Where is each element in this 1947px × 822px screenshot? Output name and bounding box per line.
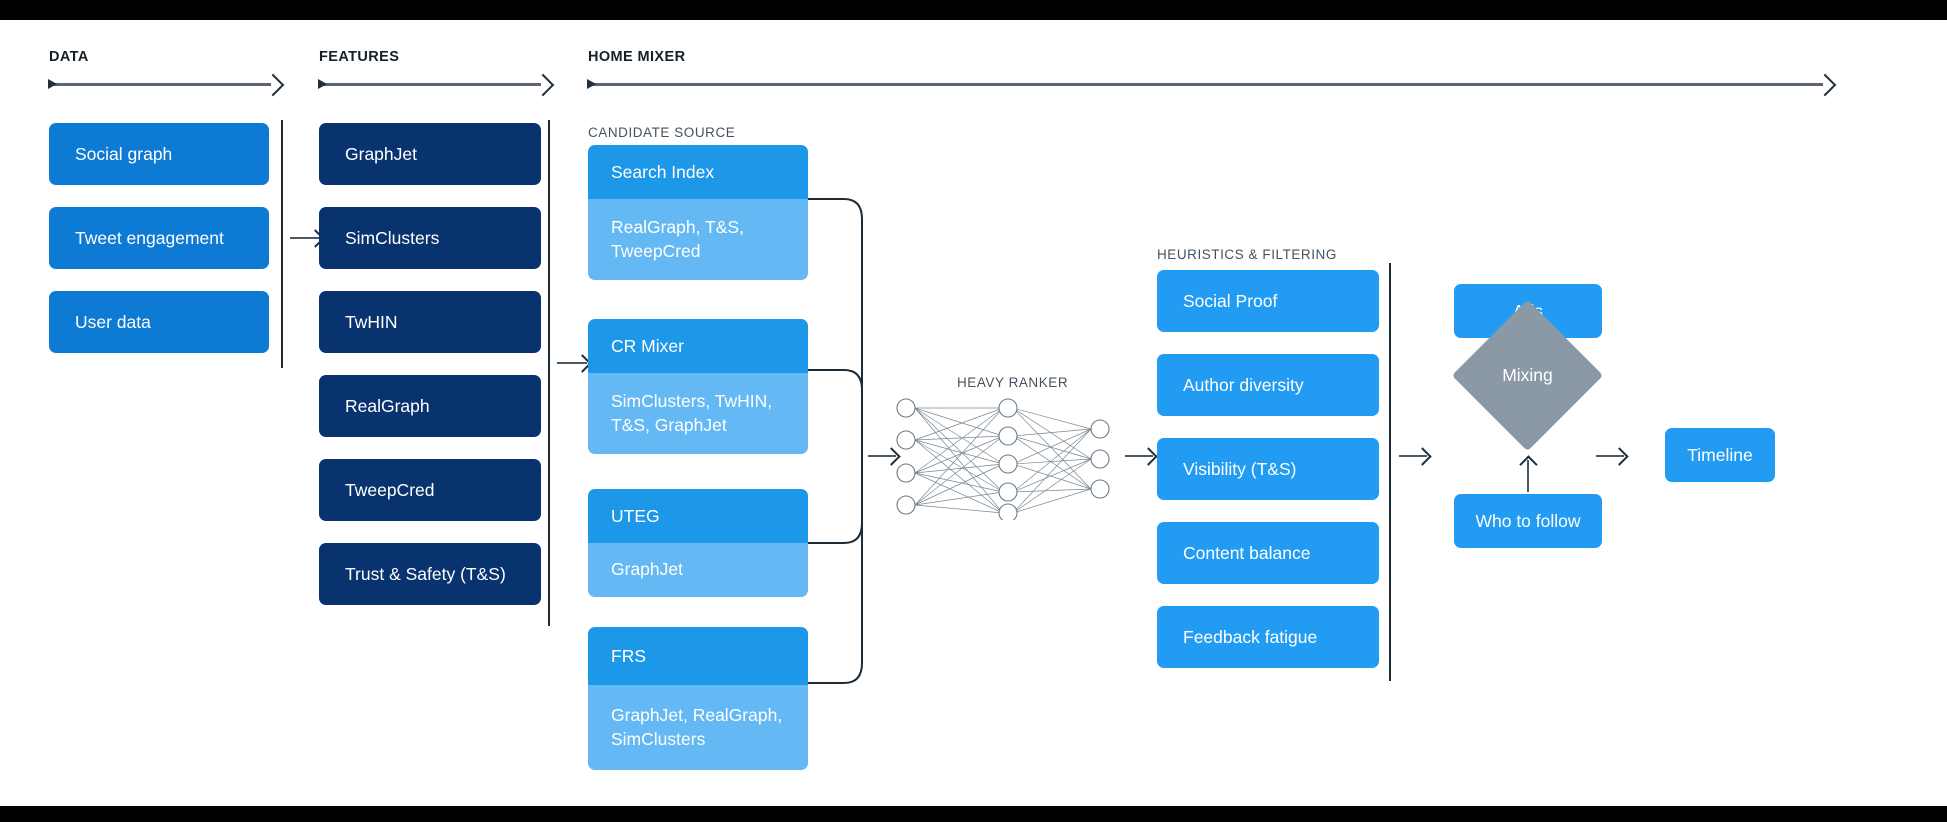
feature-item-label: SimClusters xyxy=(345,227,440,248)
arrow-mixing-to-timeline xyxy=(1596,455,1624,457)
data-item-tweet-engagement[interactable]: Tweet engagement xyxy=(49,207,269,269)
feature-item-tweepcred[interactable]: TweepCred xyxy=(319,459,541,521)
heuristic-item-feedback-fatigue[interactable]: Feedback fatigue xyxy=(1157,606,1379,668)
candidate-source-search-index[interactable]: Search Index RealGraph, T&S, TweepCred xyxy=(588,145,808,280)
data-item-label: Tweet engagement xyxy=(75,227,224,248)
heuristic-item-label: Visibility (T&S) xyxy=(1183,458,1297,479)
feature-item-label: TwHIN xyxy=(345,311,398,332)
divider-heuristics-mixing xyxy=(1389,263,1391,681)
heavy-ranker-network xyxy=(896,398,1110,520)
candidate-source-features-label: SimClusters, TwHIN, T&S, GraphJet xyxy=(611,391,773,435)
candidate-source-name: CR Mixer xyxy=(611,335,684,356)
who-to-follow-label: Who to follow xyxy=(1475,510,1581,531)
feature-item-twhin[interactable]: TwHIN xyxy=(319,291,541,353)
candidate-source-header: UTEG xyxy=(588,489,808,543)
candidate-source-features: GraphJet xyxy=(588,543,808,597)
data-item-user-data[interactable]: User data xyxy=(49,291,269,353)
arrow-features-to-candidates xyxy=(557,362,587,364)
feature-item-simclusters[interactable]: SimClusters xyxy=(319,207,541,269)
heuristic-item-social-proof[interactable]: Social Proof xyxy=(1157,270,1379,332)
arrow-ranker-to-heuristics xyxy=(1125,455,1153,457)
data-item-label: Social graph xyxy=(75,143,173,164)
sublabel-candidate-source: CANDIDATE SOURCE xyxy=(588,125,736,140)
arrow-candidates-to-ranker xyxy=(868,455,896,457)
feature-item-graphjet[interactable]: GraphJet xyxy=(319,123,541,185)
who-to-follow-box[interactable]: Who to follow xyxy=(1454,494,1602,548)
section-label-features: FEATURES xyxy=(319,49,400,65)
arrow-heuristics-to-mixing xyxy=(1399,455,1427,457)
candidate-source-merge-connector xyxy=(808,198,863,684)
heuristic-item-author-diversity[interactable]: Author diversity xyxy=(1157,354,1379,416)
axis-home-mixer xyxy=(587,73,1837,97)
feature-item-label: GraphJet xyxy=(345,143,417,164)
heuristic-item-content-balance[interactable]: Content balance xyxy=(1157,522,1379,584)
candidate-source-uteg[interactable]: UTEG GraphJet xyxy=(588,489,808,597)
divider-features-home xyxy=(548,120,550,626)
divider-candidate-ranker xyxy=(861,329,863,585)
candidate-source-features-label: GraphJet, RealGraph, SimClusters xyxy=(611,705,783,749)
candidate-source-header: Search Index xyxy=(588,145,808,199)
divider-data-features xyxy=(281,120,283,368)
sublabel-heuristics: HEURISTICS & FILTERING xyxy=(1157,247,1337,262)
heuristic-item-label: Feedback fatigue xyxy=(1183,626,1318,647)
sublabel-heavy-ranker: HEAVY RANKER xyxy=(957,375,1069,390)
arrow-data-to-features xyxy=(290,237,320,239)
timeline-box[interactable]: Timeline xyxy=(1665,428,1775,482)
data-item-social-graph[interactable]: Social graph xyxy=(49,123,269,185)
heuristic-item-label: Content balance xyxy=(1183,542,1311,563)
axis-data xyxy=(48,73,285,97)
heuristic-item-visibility[interactable]: Visibility (T&S) xyxy=(1157,438,1379,500)
candidate-source-features-label: RealGraph, T&S, TweepCred xyxy=(611,217,744,261)
candidate-source-frs[interactable]: FRS GraphJet, RealGraph, SimClusters xyxy=(588,627,808,770)
heuristic-item-label: Social Proof xyxy=(1183,290,1278,311)
arrow-who-to-follow-to-mixing xyxy=(1527,460,1529,492)
feature-item-label: RealGraph xyxy=(345,395,430,416)
mixing-label-wrap: Mixing xyxy=(1474,322,1581,429)
candidate-source-features: SimClusters, TwHIN, T&S, GraphJet xyxy=(588,373,808,454)
axis-arrowhead-data xyxy=(261,73,285,97)
candidate-source-features: GraphJet, RealGraph, SimClusters xyxy=(588,685,808,770)
candidate-source-name: Search Index xyxy=(611,161,715,182)
axis-arrowhead-features xyxy=(531,73,555,97)
candidate-source-name: FRS xyxy=(611,645,646,666)
heuristic-item-label: Author diversity xyxy=(1183,374,1304,395)
feature-item-realgraph[interactable]: RealGraph xyxy=(319,375,541,437)
feature-item-trust-safety[interactable]: Trust & Safety (T&S) xyxy=(319,543,541,605)
section-label-home-mixer: HOME MIXER xyxy=(588,49,686,65)
candidate-source-header: CR Mixer xyxy=(588,319,808,373)
candidate-source-name: UTEG xyxy=(611,505,660,526)
data-item-label: User data xyxy=(75,311,151,332)
axis-features xyxy=(318,73,555,97)
candidate-source-cr-mixer[interactable]: CR Mixer SimClusters, TwHIN, T&S, GraphJ… xyxy=(588,319,808,454)
axis-arrowhead-home-mixer xyxy=(1813,73,1837,97)
mixing-label: Mixing xyxy=(1502,365,1553,385)
timeline-label: Timeline xyxy=(1687,444,1753,465)
section-label-data: DATA xyxy=(49,49,89,65)
candidate-source-features-label: GraphJet xyxy=(611,559,683,580)
feature-item-label: Trust & Safety (T&S) xyxy=(345,563,506,584)
candidate-source-features: RealGraph, T&S, TweepCred xyxy=(588,199,808,280)
candidate-source-header: FRS xyxy=(588,627,808,685)
diagram-canvas: DATA FEATURES HOME MIXER CANDIDATE SOURC… xyxy=(0,20,1947,806)
feature-item-label: TweepCred xyxy=(345,479,435,500)
